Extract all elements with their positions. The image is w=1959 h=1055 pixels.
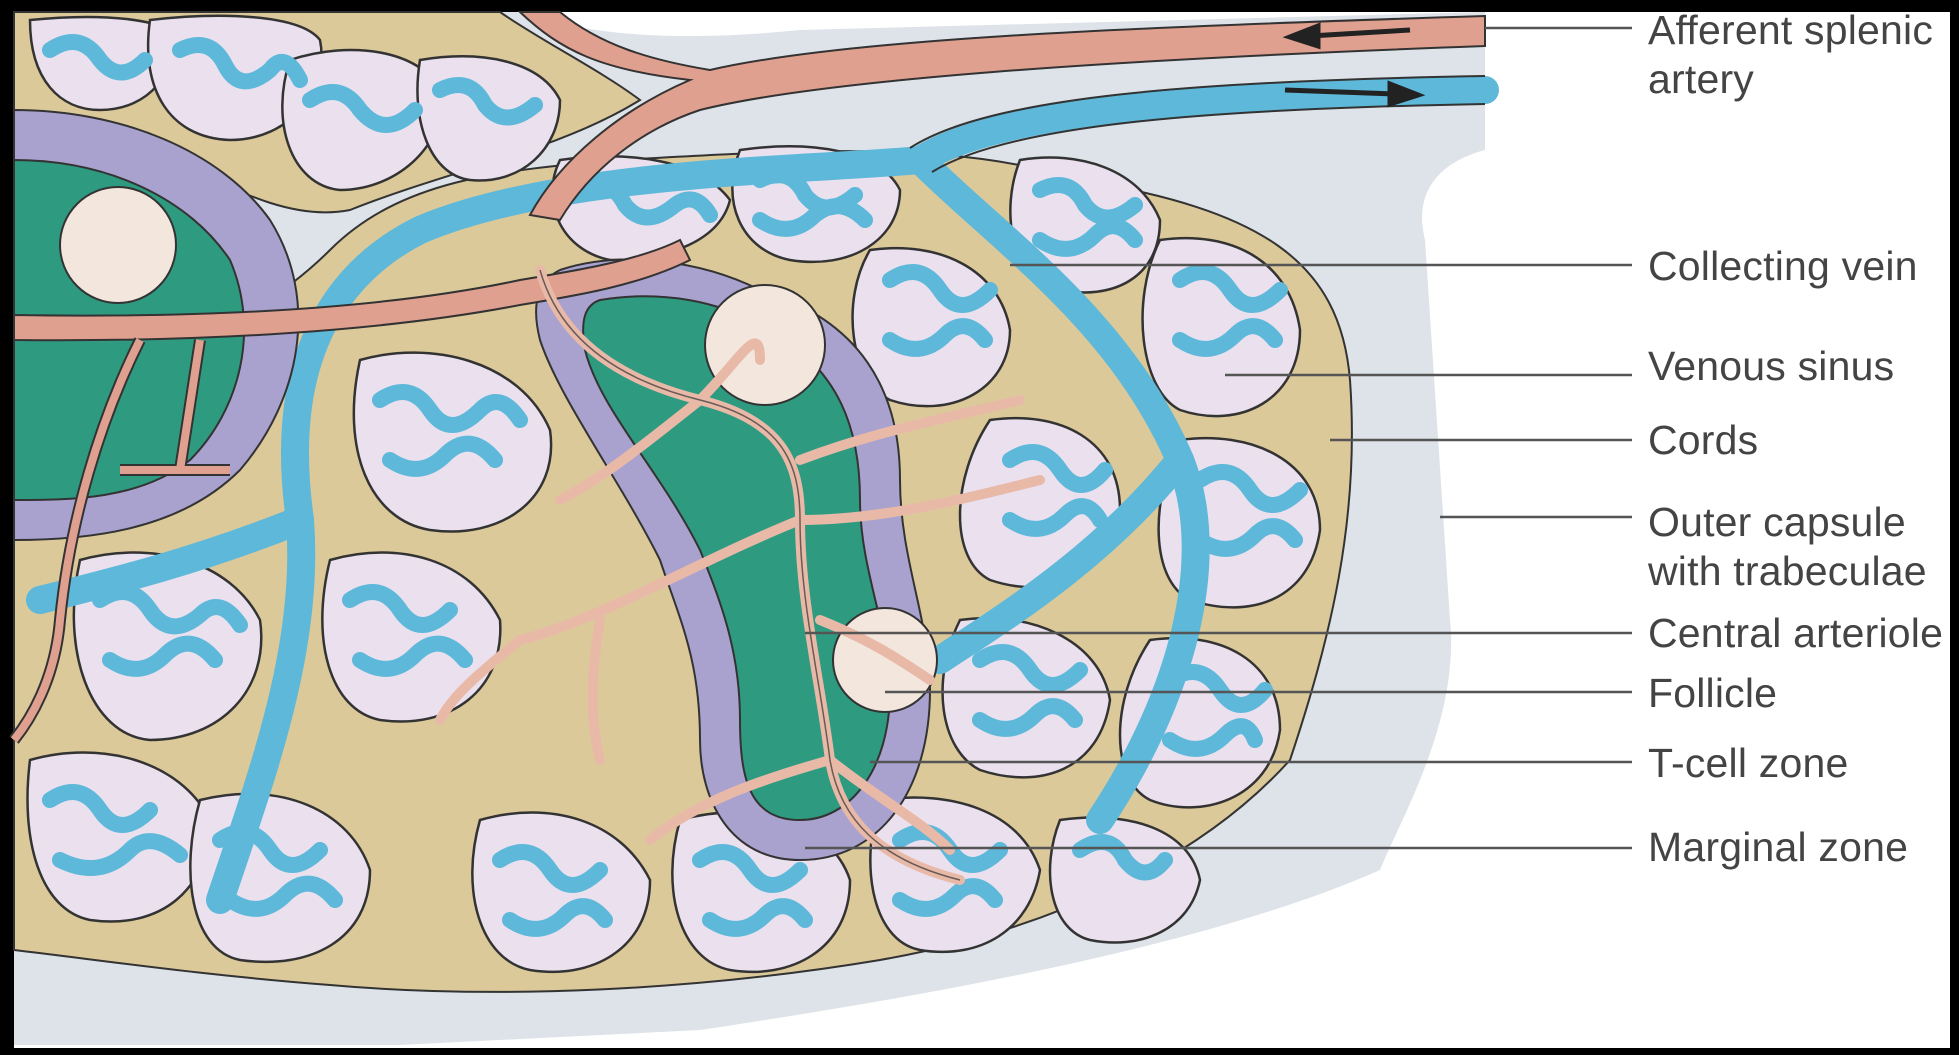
- label-outer-capsule: Outer capsule with trabeculae: [1648, 498, 1927, 596]
- follicle-bottom: [833, 608, 937, 712]
- label-line: Central arteriole: [1648, 609, 1943, 658]
- label-line: Follicle: [1648, 669, 1777, 718]
- follicle-left: [60, 187, 176, 303]
- label-line: with trabeculae: [1648, 547, 1927, 596]
- label-line: artery: [1648, 55, 1933, 104]
- label-marginal-zone: Marginal zone: [1648, 823, 1908, 872]
- label-t-cell-zone: T-cell zone: [1648, 739, 1848, 788]
- label-line: Afferent splenic: [1648, 6, 1933, 55]
- label-line: Collecting vein: [1648, 242, 1918, 291]
- label-venous-sinus: Venous sinus: [1648, 342, 1894, 391]
- label-line: Outer capsule: [1648, 498, 1927, 547]
- label-line: Venous sinus: [1648, 342, 1894, 391]
- label-central-arteriole: Central arteriole: [1648, 609, 1943, 658]
- label-cords: Cords: [1648, 416, 1758, 465]
- label-afferent-splenic-artery: Afferent splenic artery: [1648, 6, 1933, 104]
- label-line: Cords: [1648, 416, 1758, 465]
- label-collecting-vein: Collecting vein: [1648, 242, 1918, 291]
- follicle-top: [705, 285, 825, 405]
- label-line: Marginal zone: [1648, 823, 1908, 872]
- label-follicle: Follicle: [1648, 669, 1777, 718]
- label-line: T-cell zone: [1648, 739, 1848, 788]
